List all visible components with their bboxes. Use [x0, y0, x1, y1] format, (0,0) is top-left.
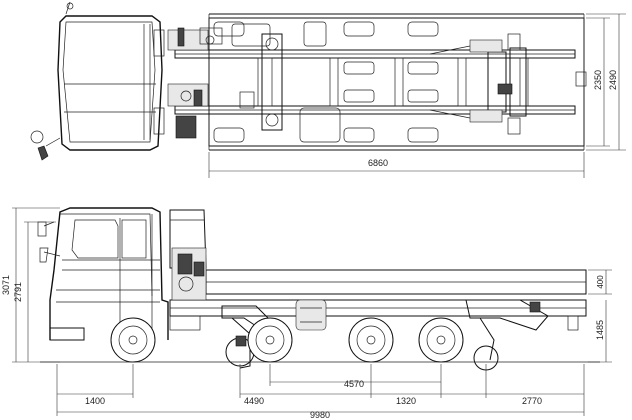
side-view-wheels — [110, 317, 464, 363]
side-view-dimension-lines — [12, 207, 612, 416]
top-view-cab — [30, 1, 165, 161]
dimension-side-tandem-spacing: 1320 — [396, 396, 416, 406]
dimension-side-overall-height: 3071 — [1, 275, 11, 295]
dimension-side-frame-height: 1485 — [595, 320, 605, 340]
dimension-side-overall-length: 9980 — [310, 410, 330, 420]
second-wheel — [247, 317, 293, 363]
dimension-top-inner-width: 2350 — [593, 70, 603, 90]
dimension-side-cab-height: 2791 — [13, 282, 23, 302]
fourth-wheel — [418, 317, 464, 363]
side-view-cab — [37, 207, 207, 341]
top-view-dimension-lines — [208, 13, 626, 178]
side-view: 3071 2791 400 1485 1400 4490 4570 1320 2… — [1, 207, 612, 420]
top-view: 6860 2350 2490 — [30, 1, 626, 178]
dimension-top-overall-width: 2490 — [608, 70, 618, 90]
front-wheel — [110, 317, 156, 363]
dimension-side-front-overhang: 1400 — [85, 396, 105, 406]
third-wheel — [348, 317, 394, 363]
dimension-side-body-height: 400 — [596, 275, 605, 289]
dimension-side-wheelbase-total: 4570 — [344, 379, 364, 389]
dimension-side-wheelbase-first: 4490 — [244, 396, 264, 406]
dimension-side-rear-overhang: 2770 — [522, 396, 542, 406]
dimension-top-overall-length: 6860 — [368, 158, 388, 168]
top-view-chassis — [167, 13, 587, 151]
